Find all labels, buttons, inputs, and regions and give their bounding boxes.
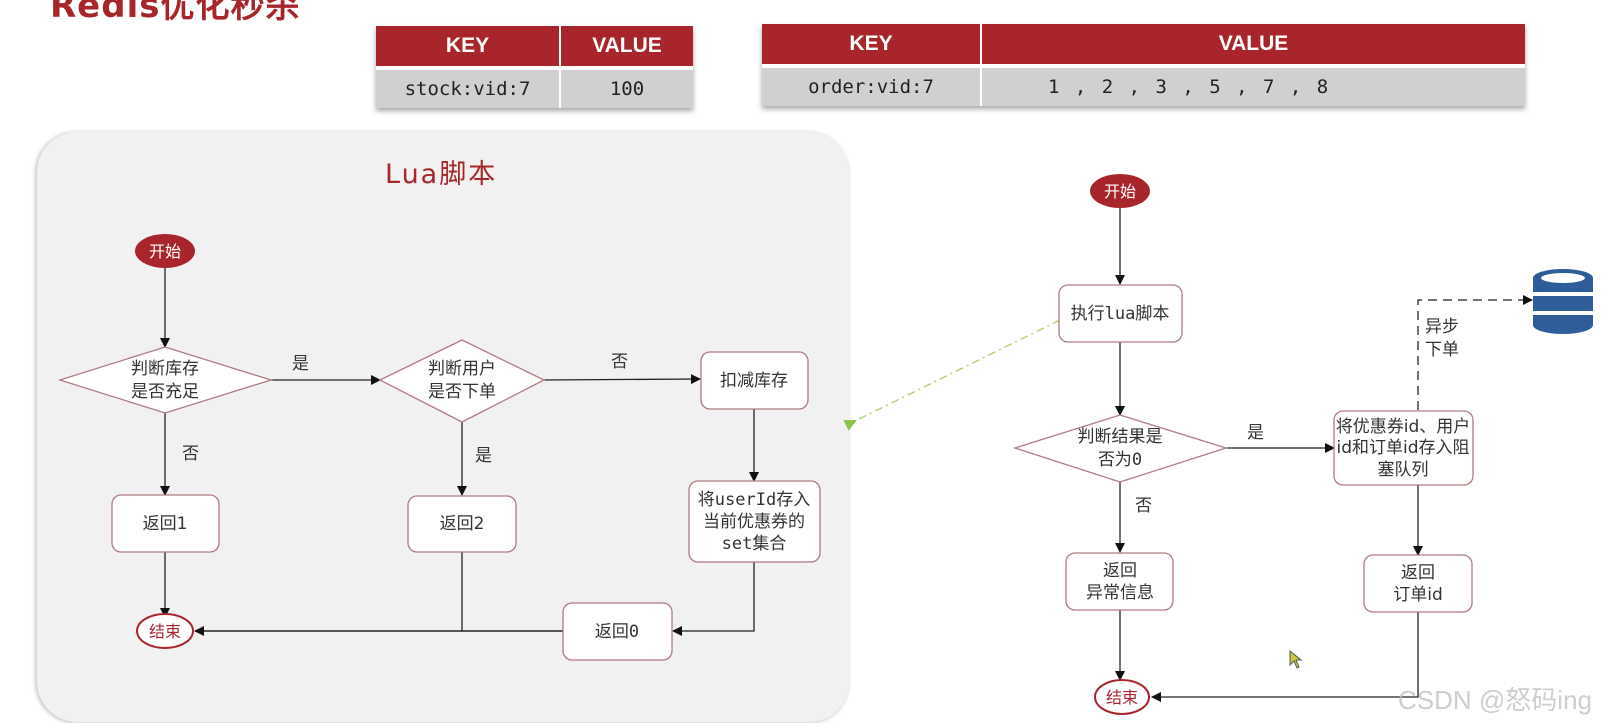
deduct-stock-label: 扣减库存 — [720, 371, 788, 391]
check-stock-line2: 是否充足 — [131, 382, 199, 402]
main-start-node: 开始 — [1090, 174, 1150, 208]
lua-end-node: 结束 — [136, 613, 194, 649]
check-result-decision: 判断结果是 否为0 — [1012, 414, 1229, 483]
order-value-cell: 1 , 2 , 3 , 5 , 7 , 8 — [981, 66, 1525, 106]
stock-table-value-header: VALUE — [560, 26, 693, 70]
return2-node: 返回2 — [407, 495, 517, 553]
main-end-node: 结束 — [1094, 679, 1150, 715]
main-edge-labels: 是 否 异步 下单 — [1135, 317, 1459, 516]
lua-edges — [160, 268, 759, 636]
check-stock-line1: 判断库存 — [131, 359, 199, 379]
lua-start-label: 开始 — [149, 242, 181, 261]
check-user-line1: 判断用户 — [428, 359, 496, 379]
return-error-node: 返回 异常信息 — [1065, 552, 1174, 611]
order-table: KEY VALUE order:vid:7 1 , 2 , 3 , 5 , 7 … — [762, 24, 1525, 106]
save-user-node: 将userId存入 当前优惠券的 set集合 — [688, 480, 821, 563]
return-error-line2: 异常信息 — [1086, 583, 1154, 603]
watermark: CSDN @怒码ing — [1398, 685, 1592, 715]
edge-save-to-return0 — [672, 562, 755, 636]
label-result-no: 否 — [1135, 496, 1152, 516]
return-error-line1: 返回 — [1103, 561, 1137, 581]
check-user-line2: 是否下单 — [428, 382, 496, 402]
run-lua-label: 执行lua脚本 — [1071, 304, 1170, 324]
database-icon — [1533, 269, 1593, 334]
return1-label: 返回1 — [143, 514, 188, 534]
order-key-cell: order:vid:7 — [762, 66, 982, 106]
stock-value-cell: 100 — [560, 68, 693, 108]
check-result-line1: 判断结果是 — [1078, 427, 1163, 447]
label-user-yes: 是 — [475, 446, 492, 466]
enqueue-line3: 塞队列 — [1378, 460, 1429, 480]
edge-order-to-end — [1151, 612, 1419, 702]
main-edges — [1115, 208, 1533, 702]
save-user-line1: 将userId存入 — [698, 490, 810, 510]
table-row: order:vid:7 1 , 2 , 3 , 5 , 7 , 8 — [762, 66, 1525, 106]
table-row: stock:vid:7 100 — [376, 68, 693, 108]
enqueue-line1: 将优惠券id、用户 — [1336, 417, 1471, 437]
return2-label: 返回2 — [440, 514, 485, 534]
edge-user-no — [543, 374, 701, 385]
stock-key-cell: stock:vid:7 — [376, 68, 561, 108]
check-user-decision: 判断用户 是否下单 — [378, 339, 546, 423]
return-order-line1: 返回 — [1401, 563, 1435, 583]
lua-panel-title: Lua脚本 — [385, 159, 498, 190]
return0-node: 返回0 — [562, 602, 673, 661]
main-end-label: 结束 — [1106, 688, 1138, 707]
lua-edge-labels: 是 否 否 是 — [182, 352, 628, 466]
stock-table-key-header: KEY — [376, 26, 561, 70]
return1-node: 返回1 — [111, 494, 220, 553]
label-async-line1: 异步 — [1425, 317, 1459, 337]
edge-async-order — [1417, 295, 1533, 410]
label-stock-yes: 是 — [292, 354, 309, 374]
return0-label: 返回0 — [595, 622, 639, 642]
order-table-value-header: VALUE — [981, 24, 1525, 68]
check-result-line2: 否为0 — [1098, 450, 1142, 470]
main-start-label: 开始 — [1104, 182, 1136, 201]
return-order-line2: 订单id — [1393, 585, 1443, 605]
order-table-key-header: KEY — [762, 24, 982, 68]
run-lua-node: 执行lua脚本 — [1058, 284, 1183, 343]
label-user-no: 否 — [611, 352, 628, 372]
label-stock-no: 否 — [182, 444, 199, 464]
label-async-line2: 下单 — [1425, 340, 1459, 360]
label-result-yes: 是 — [1247, 423, 1264, 443]
deduct-stock-node: 扣减库存 — [700, 351, 809, 410]
enqueue-node: 将优惠券id、用户 id和订单id存入阻 塞队列 — [1333, 410, 1474, 486]
check-stock-decision: 判断库存 是否充足 — [57, 346, 274, 414]
lua-link-connector — [843, 319, 1061, 431]
lua-start-node: 开始 — [135, 234, 195, 268]
save-user-line3: set集合 — [722, 534, 787, 554]
stock-table: KEY VALUE stock:vid:7 100 — [376, 26, 693, 108]
page-title: Redis优化秒杀 — [50, 0, 301, 26]
lua-end-label: 结束 — [149, 622, 181, 641]
save-user-line2: 当前优惠券的 — [703, 512, 805, 532]
enqueue-line2: id和订单id存入阻 — [1336, 438, 1469, 458]
return-order-node: 返回 订单id — [1363, 554, 1473, 613]
mouse-cursor-icon — [1289, 650, 1303, 669]
